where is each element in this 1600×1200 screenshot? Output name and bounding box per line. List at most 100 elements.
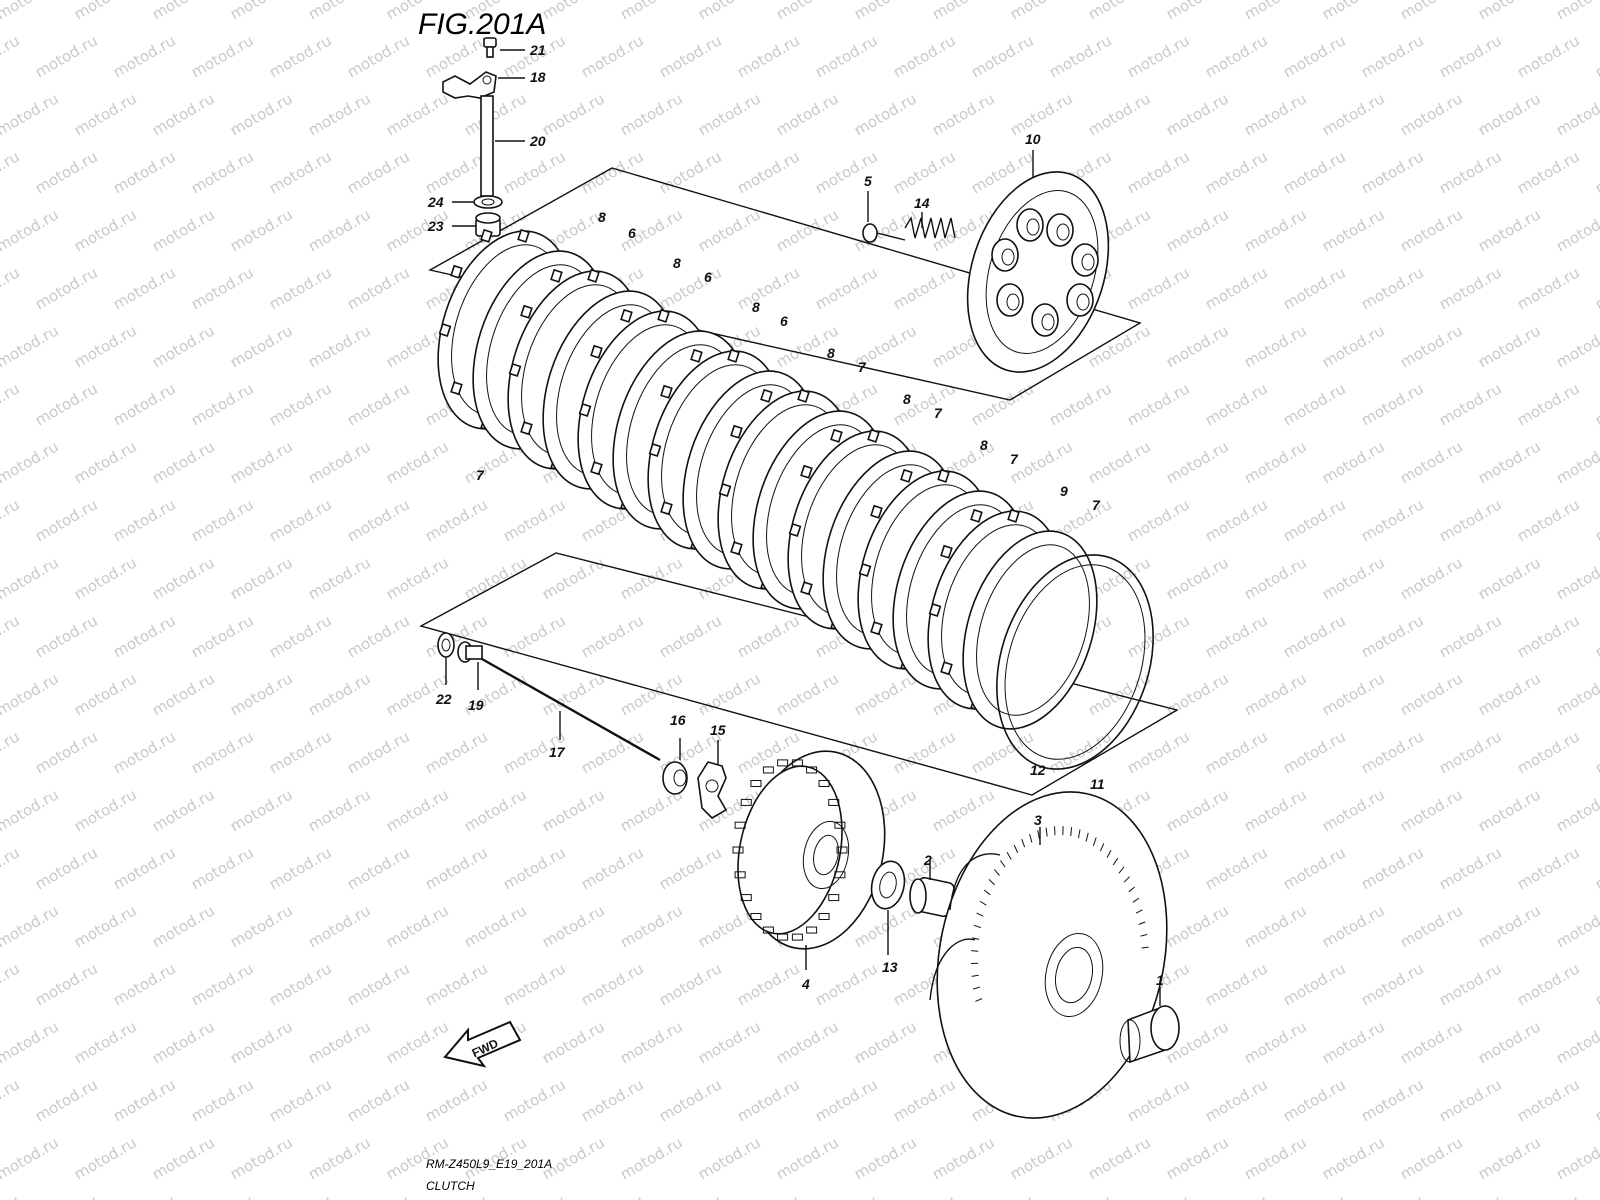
watermark-text: motod.ru <box>1475 785 1544 835</box>
watermark-text: motod.ru <box>1436 1075 1505 1125</box>
watermark-text: motod.ru <box>1202 1075 1271 1125</box>
watermark-text: motod.ru <box>1202 843 1271 893</box>
watermark-text: motod.ru <box>0 205 62 255</box>
watermark-text: motod.ru <box>539 901 608 951</box>
watermark-text: motod.ru <box>0 901 62 951</box>
watermark-text: motod.ru <box>812 1075 881 1125</box>
watermark-text: motod.ru <box>1514 147 1583 197</box>
watermark-text: motod.ru <box>383 437 452 487</box>
callout-plate-8d: 8 <box>827 345 835 361</box>
watermark-text: motod.ru <box>1124 31 1193 81</box>
watermark-text: motod.ru <box>968 727 1037 777</box>
watermark-text: motod.ru <box>1241 553 1310 603</box>
bolt-21 <box>483 37 497 58</box>
watermark-text: motod.ru <box>71 1017 140 1067</box>
callout-plate-8a: 8 <box>598 209 606 225</box>
watermark-text: motod.ru <box>1553 205 1600 255</box>
watermark-text: motod.ru <box>71 553 140 603</box>
watermark-text: motod.ru <box>1397 437 1466 487</box>
watermark-text: motod.ru <box>1085 437 1154 487</box>
watermark-text: motod.ru <box>188 1191 257 1200</box>
watermark-text: motod.ru <box>1436 263 1505 313</box>
watermark-text: motod.ru <box>695 1017 764 1067</box>
watermark-text: motod.ru <box>1553 1017 1600 1067</box>
watermark-text: motod.ru <box>1397 553 1466 603</box>
watermark-text: motod.ru <box>227 437 296 487</box>
watermark-text: motod.ru <box>1007 1133 1076 1183</box>
watermark-text: motod.ru <box>1085 89 1154 139</box>
watermark-text: motod.ru <box>227 901 296 951</box>
watermark-text: motod.ru <box>734 31 803 81</box>
watermark-text: motod.ru <box>1397 0 1466 23</box>
watermark-text: motod.ru <box>32 959 101 1009</box>
watermark-text: motod.ru <box>1202 495 1271 545</box>
watermark-text: motod.ru <box>32 843 101 893</box>
watermark-text: motod.ru <box>71 901 140 951</box>
watermark-text: motod.ru <box>1358 31 1427 81</box>
watermark-text: motod.ru <box>32 727 101 777</box>
watermark-text: motod.ru <box>1436 611 1505 661</box>
watermark-text: motod.ru <box>1475 89 1544 139</box>
seal-24 <box>473 195 503 209</box>
watermark-text: motod.ru <box>422 495 491 545</box>
watermark-text: motod.ru <box>734 263 803 313</box>
watermark-text: motod.ru <box>188 263 257 313</box>
watermark-text: motod.ru <box>656 1191 725 1200</box>
watermark-text: motod.ru <box>227 1133 296 1183</box>
watermark-text: motod.ru <box>1202 611 1271 661</box>
watermark-text: motod.ru <box>0 1017 62 1067</box>
watermark-text: motod.ru <box>1553 901 1600 951</box>
watermark-text: motod.ru <box>0 1191 23 1200</box>
watermark-text: motod.ru <box>1397 205 1466 255</box>
watermark-text: motod.ru <box>71 437 140 487</box>
watermark-text: motod.ru <box>344 31 413 81</box>
watermark-text: motod.ru <box>1592 1075 1600 1125</box>
watermark-text: motod.ru <box>1241 669 1310 719</box>
callout-18: 18 <box>530 69 546 85</box>
shaft-20 <box>480 95 494 197</box>
callout-13: 13 <box>882 959 898 975</box>
watermark-text: motod.ru <box>1124 379 1193 429</box>
watermark-text: motod.ru <box>1475 205 1544 255</box>
watermark-text: motod.ru <box>1358 1075 1427 1125</box>
watermark-text: motod.ru <box>1124 1075 1193 1125</box>
upper-group-frame <box>428 167 1142 401</box>
clutch-housing-3 <box>929 791 1168 1119</box>
watermark-text: motod.ru <box>1436 959 1505 1009</box>
watermark-text: motod.ru <box>1280 727 1349 777</box>
watermark-text: motod.ru <box>305 205 374 255</box>
watermark-text: motod.ru <box>188 495 257 545</box>
watermark-text: motod.ru <box>1358 379 1427 429</box>
watermark-text: motod.ru <box>812 959 881 1009</box>
watermark-text: motod.ru <box>539 89 608 139</box>
watermark-text: motod.ru <box>0 147 23 197</box>
watermark-text: motod.ru <box>1436 1191 1505 1200</box>
watermark-text: motod.ru <box>1319 785 1388 835</box>
watermark-text: motod.ru <box>305 1133 374 1183</box>
watermark-text: motod.ru <box>890 1075 959 1125</box>
watermark-text: motod.ru <box>188 1075 257 1125</box>
watermark-text: motod.ru <box>695 0 764 23</box>
watermark-text: motod.ru <box>1241 1017 1310 1067</box>
watermark-text: motod.ru <box>110 727 179 777</box>
watermark-text: motod.ru <box>578 727 647 777</box>
watermark-text: motod.ru <box>266 495 335 545</box>
watermark-text: motod.ru <box>656 263 725 313</box>
watermark-text: motod.ru <box>1280 147 1349 197</box>
watermark-text: motod.ru <box>1514 31 1583 81</box>
watermark-text: motod.ru <box>1202 959 1271 1009</box>
watermark-text: motod.ru <box>617 89 686 139</box>
watermark-text: motod.ru <box>71 669 140 719</box>
callout-16: 16 <box>670 712 686 728</box>
push-rod-assembly <box>437 632 661 762</box>
watermark-text: motod.ru <box>695 89 764 139</box>
watermark-text: motod.ru <box>1397 901 1466 951</box>
watermark-text: motod.ru <box>0 785 62 835</box>
watermark-text: motod.ru <box>227 785 296 835</box>
watermark-text: motod.ru <box>305 321 374 371</box>
seal-22 <box>437 632 455 658</box>
watermark-text: motod.ru <box>1241 89 1310 139</box>
watermark-text: motod.ru <box>1319 321 1388 371</box>
watermark-text: motod.ru <box>344 727 413 777</box>
watermark-text: motod.ru <box>1358 843 1427 893</box>
